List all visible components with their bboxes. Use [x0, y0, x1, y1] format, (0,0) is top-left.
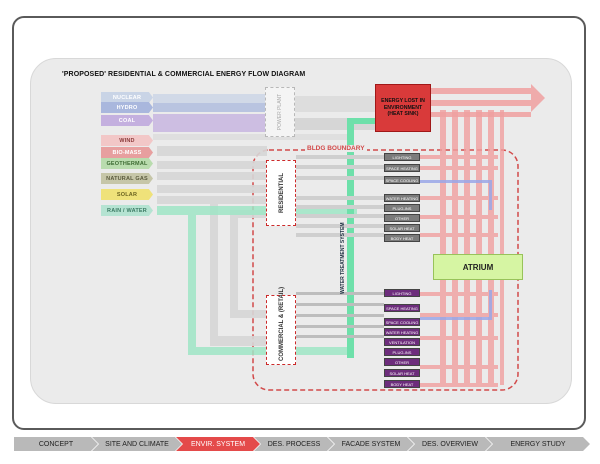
nav-des-process[interactable]: DES. PROCESS [254, 437, 334, 451]
res-lighting: LIGHTING [384, 153, 420, 161]
energy-lost-box: ENERGY LOST IN ENVIRONMENT (HEAT SINK) [375, 84, 431, 132]
source-wind: WIND [101, 135, 153, 146]
source-nuclear: NUCLEAR [101, 92, 153, 103]
power-plant-label: POWER PLANT [277, 93, 283, 131]
nav-facade-system[interactable]: FACADE SYSTEM [328, 437, 414, 451]
residential-box: RESIDENTIAL [266, 160, 296, 226]
com-ventilation: VENTILATION [384, 338, 420, 346]
atrium-box: ATRIUM [433, 254, 523, 280]
source-natural-gas: NATURAL GAS [101, 173, 153, 184]
nav-site-and-climate[interactable]: SITE AND CLIMATE [92, 437, 182, 451]
com-water-heating: WATER HEATING [384, 328, 420, 336]
com-space-heating: SPACE HEATING [384, 304, 420, 312]
source-solar: SOLAR [101, 189, 153, 200]
com-other: OTHER [384, 358, 420, 366]
com-solar-heat: SOLAR HEAT [384, 369, 420, 377]
com-body-heat: BODY HEAT [384, 380, 420, 388]
com-space-cooling: SPACE COOLING [384, 318, 420, 326]
residential-label: RESIDENTIAL [279, 173, 285, 214]
res-body-heat: BODY HEAT [384, 234, 420, 242]
nav-des-overview[interactable]: DES. OVERVIEW [408, 437, 492, 451]
commercial-label: COMMERCIAL & (RETAIL) [279, 286, 285, 361]
power-plant-box: POWER PLANT [265, 87, 295, 137]
water-treatment-label: WATER TREATMENT SYSTEM [340, 222, 346, 294]
source-rain-water: RAIN / WATER [101, 205, 153, 216]
res-solar-heat: SOLAR HEAT [384, 224, 420, 232]
com-plug-ins: PLUG-INS [384, 348, 420, 356]
source-bio-mass: BIO-MASS [101, 147, 153, 158]
bldg-boundary-label: BLDG BOUNDARY [305, 145, 367, 152]
source-coal: COAL [101, 115, 153, 126]
nav-energy-study[interactable]: ENERGY STUDY [486, 437, 590, 451]
com-lighting: LIGHTING [384, 289, 420, 297]
nav-bar: CONCEPT SITE AND CLIMATE ENVIR. SYSTEM D… [14, 437, 590, 451]
res-space-heating: SPACE HEATING [384, 164, 420, 172]
source-geothermal: GEOTHERMAL [101, 158, 153, 169]
source-hydro: HYDRO [101, 102, 153, 113]
commercial-box: COMMERCIAL & (RETAIL) [266, 286, 296, 365]
res-plug-ins: PLUG-INS [384, 204, 420, 212]
diagram-title: 'PROPOSED' RESIDENTIAL & COMMERCIAL ENER… [62, 71, 306, 78]
res-water-heating: WATER HEATING [384, 194, 420, 202]
res-space-cooling: SPACE COOLING [384, 176, 420, 184]
res-other: OTHER [384, 214, 420, 222]
nav-envir-system[interactable]: ENVIR. SYSTEM [176, 437, 260, 451]
nav-concept[interactable]: CONCEPT [14, 437, 98, 451]
